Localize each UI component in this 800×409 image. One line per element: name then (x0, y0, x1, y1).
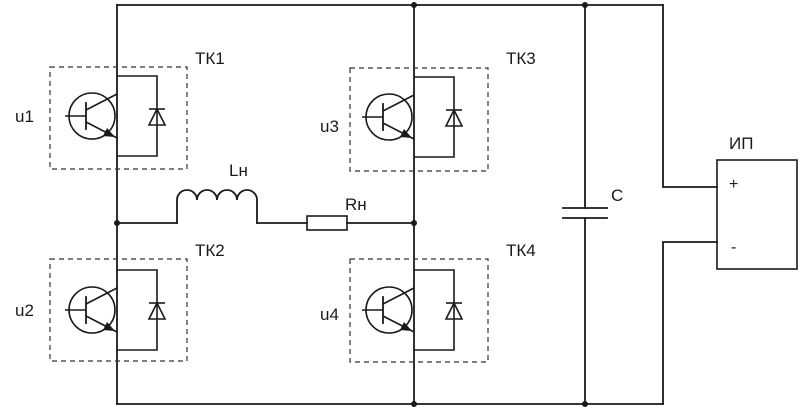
transistor-module: ТК1 u1 (15, 49, 225, 170)
load: Lн Rн (116, 161, 415, 231)
module-boundary (349, 258, 489, 363)
minus-terminal-label: - (731, 239, 736, 256)
junctions (114, 2, 588, 407)
control-input-label: u3 (320, 117, 339, 136)
diode-symbol (444, 108, 464, 127)
transistor-module: ТК4 u4 (320, 241, 536, 363)
inductor-label: Lн (229, 161, 248, 180)
junction-dot (582, 2, 588, 8)
control-input-label: u2 (15, 301, 34, 320)
plus-terminal-label: + (729, 176, 738, 193)
module-boundary (349, 67, 489, 172)
transistor-collector (382, 287, 415, 305)
junction-dot (582, 401, 588, 407)
capacitor: C (562, 186, 623, 219)
power-supply-label: ИП (729, 134, 753, 153)
inductor-coil (176, 189, 258, 224)
module-label: ТК3 (506, 49, 536, 68)
junction-dot (411, 401, 417, 407)
plus-supply-wire (662, 4, 718, 188)
diode-branch (117, 75, 158, 157)
power-supply-box (716, 159, 798, 270)
control-input-label: u1 (15, 107, 34, 126)
module-label: ТК1 (195, 49, 225, 68)
diode-branch (414, 76, 455, 158)
diode-symbol (147, 107, 167, 126)
transistor-collector (85, 93, 118, 111)
diode-branch (414, 269, 455, 351)
emitter-arrow (400, 129, 412, 138)
control-input-label: u4 (320, 305, 339, 324)
transistor-collector (382, 94, 415, 112)
transistor-module: ТК2 u2 (15, 241, 225, 362)
module-boundary (49, 66, 188, 170)
diode-branch (117, 269, 158, 351)
module-label: ТК4 (506, 241, 536, 260)
resistor-label: Rн (345, 195, 367, 214)
transistor-module: ТК3 u3 (320, 49, 536, 172)
transistor-collector (85, 287, 118, 305)
emitter-arrow (103, 128, 115, 137)
diode-symbol (444, 301, 464, 320)
minus-supply-wire (662, 241, 718, 405)
diode-symbol (147, 301, 167, 320)
power-supply: ИП + - (716, 134, 798, 270)
bus-wires (116, 4, 718, 405)
module-label: ТК2 (195, 241, 225, 260)
capacitor-label: C (611, 186, 623, 205)
junction-dot (411, 2, 417, 8)
emitter-arrow (400, 322, 412, 331)
resistor-body (306, 215, 348, 231)
emitter-arrow (103, 322, 115, 331)
module-boundary (49, 258, 188, 362)
